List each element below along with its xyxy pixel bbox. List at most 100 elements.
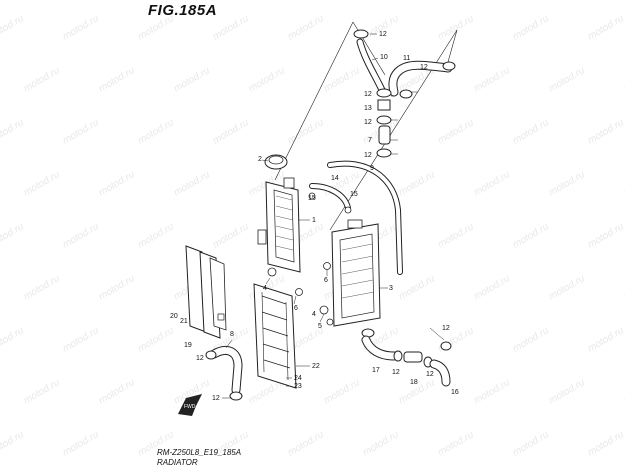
callout-15: 15 [350,191,358,198]
callout-5: 5 [318,323,322,330]
watermark-text: motod.ru [286,117,326,146]
watermark-text: motod.ru [61,221,101,250]
callout-12: 12 [442,325,450,332]
watermark-text: motod.ru [0,13,26,42]
bolt-4[interactable] [319,305,329,315]
callout-2: 2 [258,156,262,163]
watermark-text: motod.ru [586,325,625,354]
hose-clamp[interactable] [376,115,392,125]
hose-clamp[interactable] [399,89,413,99]
hose-clamp[interactable] [361,328,375,338]
radiator-right-3[interactable] [331,219,381,327]
watermark-text: motod.ru [61,13,101,42]
callout-12: 12 [420,64,428,71]
hose-7[interactable] [378,125,391,145]
hose-clamp[interactable] [229,391,243,401]
callout-22: 22 [312,363,320,370]
watermark-text: motod.ru [22,65,62,94]
callout-11: 11 [403,55,410,62]
watermark-text: motod.ru [286,13,326,42]
callout-17: 17 [372,367,380,374]
callout-7: 7 [368,137,372,144]
watermark-text: motod.ru [322,65,362,94]
watermark-text: motod.ru [0,325,26,354]
watermark-text: motod.ru [136,117,176,146]
bolt-4[interactable] [267,267,277,277]
hose-joint-13[interactable] [377,99,391,111]
watermark-text: motod.ru [0,429,26,458]
callout-21: 21 [180,318,188,325]
watermark-text: motod.ru [511,117,551,146]
callout-12: 12 [392,369,400,376]
watermark-text: motod.ru [61,117,101,146]
radiator-cap-2[interactable] [264,154,288,170]
watermark-text: motod.ru [22,377,62,406]
clamp-15[interactable] [344,206,352,214]
callout-19: 19 [184,342,192,349]
hose-clamp[interactable] [376,88,392,98]
callout-8: 8 [230,331,234,338]
callout-6: 6 [324,277,328,284]
callout-15: 15 [308,195,316,202]
callout-6: 6 [294,305,298,312]
watermark-text: motod.ru [547,377,587,406]
watermark-text: motod.ru [511,13,551,42]
watermark-text: motod.ru [61,325,101,354]
callout-14: 14 [331,175,339,182]
figure-title: FIG.185A [148,2,218,19]
watermark-text: motod.ru [172,65,212,94]
callout-fwd: FWD [184,404,196,410]
watermark-text: motod.ru [472,65,512,94]
hose-clamp[interactable] [376,148,392,158]
watermark-text: motod.ru [211,117,251,146]
callout-12: 12 [379,31,387,38]
forward-arrow-icon [178,394,202,416]
hose-clamp[interactable] [205,350,217,360]
mounting-hardware [267,192,352,326]
watermark-text: motod.ru [136,325,176,354]
hose-joint-18[interactable] [403,351,423,363]
watermark-text: motod.ru [361,13,401,42]
hose-clamp[interactable] [353,29,369,39]
callout-12: 12 [212,395,220,402]
watermark-text: motod.ru [547,169,587,198]
radiator-guard-22[interactable] [253,283,297,389]
watermark-text: motod.ru [436,429,476,458]
watermark-text: motod.ru [472,169,512,198]
watermark-text: motod.ru [322,377,362,406]
callout-10: 10 [380,54,388,61]
callout-4: 4 [263,285,267,292]
callout-4: 4 [312,311,316,318]
watermark-text: motod.ru [97,65,137,94]
watermark-text: motod.ru [22,169,62,198]
watermark-text: motod.ru [172,169,212,198]
clamp-15[interactable] [308,192,316,200]
callout-18: 18 [410,379,418,386]
collar-5[interactable] [326,318,334,326]
watermark-text: motod.ru [586,221,625,250]
watermark-text: motod.ru [472,273,512,302]
watermark-text: motod.ru [97,377,137,406]
watermark-text: motod.ru [211,221,251,250]
watermark-text: motod.ru [97,169,137,198]
callout-23: 23 [294,383,302,390]
hose-clamp[interactable] [393,350,403,362]
watermark-text: motod.ru [0,221,26,250]
watermark-text: motod.ru [97,273,137,302]
callout-12: 12 [364,152,372,159]
watermark-text: motod.ru [247,65,287,94]
callout-12: 12 [364,119,372,126]
hose-clamp[interactable] [440,341,452,351]
watermark-text: motod.ru [22,273,62,302]
figure-code: RM-Z250L8_E19_185A [157,448,242,457]
radiator-left-1[interactable] [257,177,301,273]
grommet-6[interactable] [323,262,331,270]
callout-12: 12 [364,91,372,98]
callout-leaders [222,33,445,399]
hose-clamp[interactable] [442,61,456,71]
louver-19[interactable] [185,245,227,339]
watermark-text: motod.ru [547,65,587,94]
grommet-6[interactable] [295,288,303,296]
callout-3: 3 [389,285,393,292]
